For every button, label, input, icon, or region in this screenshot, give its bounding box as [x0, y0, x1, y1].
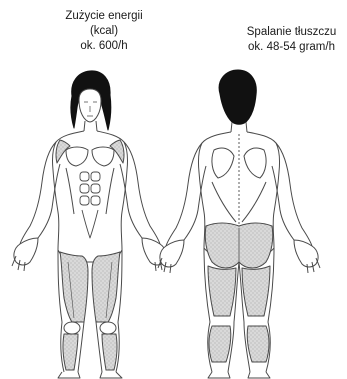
- back-hair: [219, 70, 256, 124]
- back-right-arm: [272, 143, 312, 246]
- back-right-hamstring: [242, 266, 270, 316]
- front-right-shin: [102, 334, 117, 370]
- back-right-hand: [294, 240, 318, 267]
- front-left-thigh: [60, 252, 88, 322]
- front-left-arm: [20, 142, 60, 244]
- back-right-calf: [247, 326, 269, 362]
- front-left-hand: [14, 238, 38, 265]
- front-right-arm: [120, 142, 160, 244]
- back-left-arm: [166, 143, 206, 246]
- front-face: [79, 89, 101, 122]
- front-right-thigh: [92, 252, 120, 322]
- back-left-hand: [160, 240, 184, 267]
- back-right-scapula: [244, 148, 266, 178]
- back-left-scapula: [212, 148, 234, 178]
- front-body-figure: [12, 71, 168, 378]
- back-left-calf: [209, 326, 231, 362]
- front-abdominals: [80, 172, 100, 238]
- back-left-hamstring: [208, 266, 236, 316]
- front-left-shin: [63, 334, 78, 370]
- back-body-figure: [158, 70, 320, 378]
- front-chest: [66, 147, 88, 166]
